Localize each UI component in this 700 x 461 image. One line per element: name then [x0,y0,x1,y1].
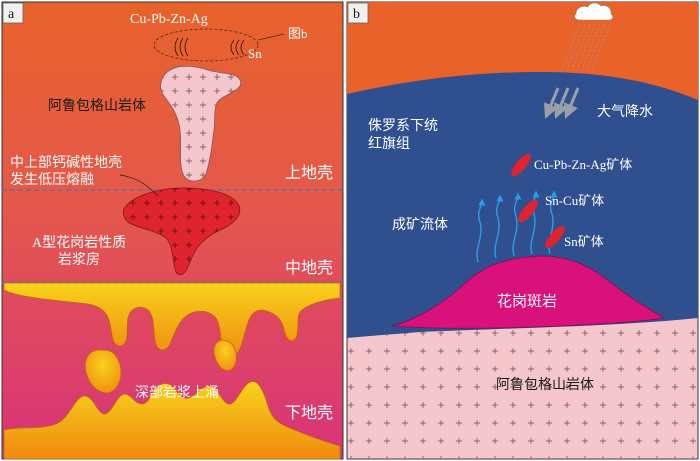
melt-leader [119,174,159,197]
strata-label-1: 侏罗系下统 [368,118,438,134]
pluton-label-a: 阿鲁包格山岩体 [48,98,146,114]
magma-blob-right [213,339,237,371]
lower-crust-label: 下地壳 [285,404,333,422]
panel-a-tag-box [2,2,24,24]
chamber-label-2: 岩浆房 [58,252,100,268]
deep-magma [3,380,341,460]
magma-blob-left [84,349,122,394]
panel-a: a Cu-Pb-Zn-Ag Sn 图b 阿鲁包格山岩体 中上部钙碱性地壳 发生低… [1,1,344,460]
panel-b: b 大气降水 侏罗系下统 红旗组 Cu-Pb-Zn-Ag矿体 Sn-Cu矿体 S… [346,1,699,460]
panel-b-tag: b [353,7,360,22]
orebody-label-1: Cu-Pb-Zn-Ag矿体 [534,157,632,172]
strata-label-2: 红旗组 [368,136,410,152]
basement-texture [347,320,698,459]
melt-label-2: 发生低压熔融 [10,172,94,188]
sn-label-a: Sn [248,46,262,61]
panel-a-tag: a [8,7,15,22]
granite-porphyry [391,255,666,329]
rain-label: 大气降水 [597,104,653,120]
rain-streaks [561,23,611,71]
ore-label-a: Cu-Pb-Zn-Ag [130,12,208,27]
middle-crust-label: 中地壳 [285,259,333,277]
orebody-sn-cu [518,199,538,223]
fig-ref-label: 图b [288,26,308,41]
surface-orange [347,2,698,100]
porphyry-label: 花岗斑岩 [497,293,557,310]
aluba-pluton-a-texture [160,66,241,182]
upwelling-label: 深部岩浆上涌 [135,385,219,401]
cloud-icon [574,2,614,21]
orebody-label-2: Sn-Cu矿体 [545,193,604,208]
ore-veins-cu [174,37,189,57]
orebody-cu-pb-zn-ag [511,153,531,177]
magma-chamber-texture [123,188,240,275]
pluton-label-b: 阿鲁包格山岩体 [496,377,594,393]
magma-layer [3,282,341,359]
meteoric-arrows [543,87,580,119]
upper-crust-label: 上地壳 [285,164,333,182]
fig-b-outline [153,28,259,62]
orebody-label-3: Sn矿体 [564,234,604,249]
ore-veins-sn [230,39,245,56]
strata-blue [347,70,698,338]
fluid-label: 成矿流体 [392,217,448,233]
panel-b-tag-box [347,2,369,24]
chamber-label-1: A型花岗岩性质 [32,235,126,251]
melt-label-1: 中上部钙碱性地壳 [10,154,122,171]
orebody-sn [545,225,565,249]
fig-b-leader [257,33,285,41]
